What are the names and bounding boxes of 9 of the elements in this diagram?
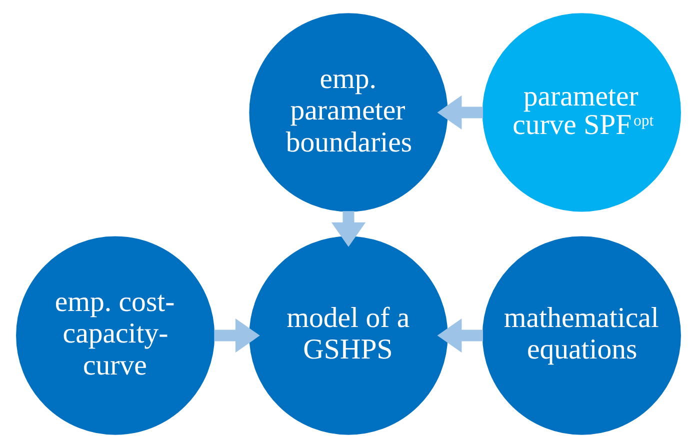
- arrow: [436, 318, 482, 353]
- arrow: [330, 211, 366, 247]
- node-circle: mathematical equations: [482, 236, 680, 435]
- node-circle: model of a GSHPS: [248, 236, 448, 435]
- arrow: [214, 318, 260, 353]
- arrow: [436, 95, 482, 130]
- node-circle: emp. cost-capacity-curve: [16, 236, 214, 435]
- node-circle: parameter curve SPF$^{opt}$: [482, 13, 680, 212]
- node-circle: emp. parameter boundaries: [248, 13, 448, 212]
